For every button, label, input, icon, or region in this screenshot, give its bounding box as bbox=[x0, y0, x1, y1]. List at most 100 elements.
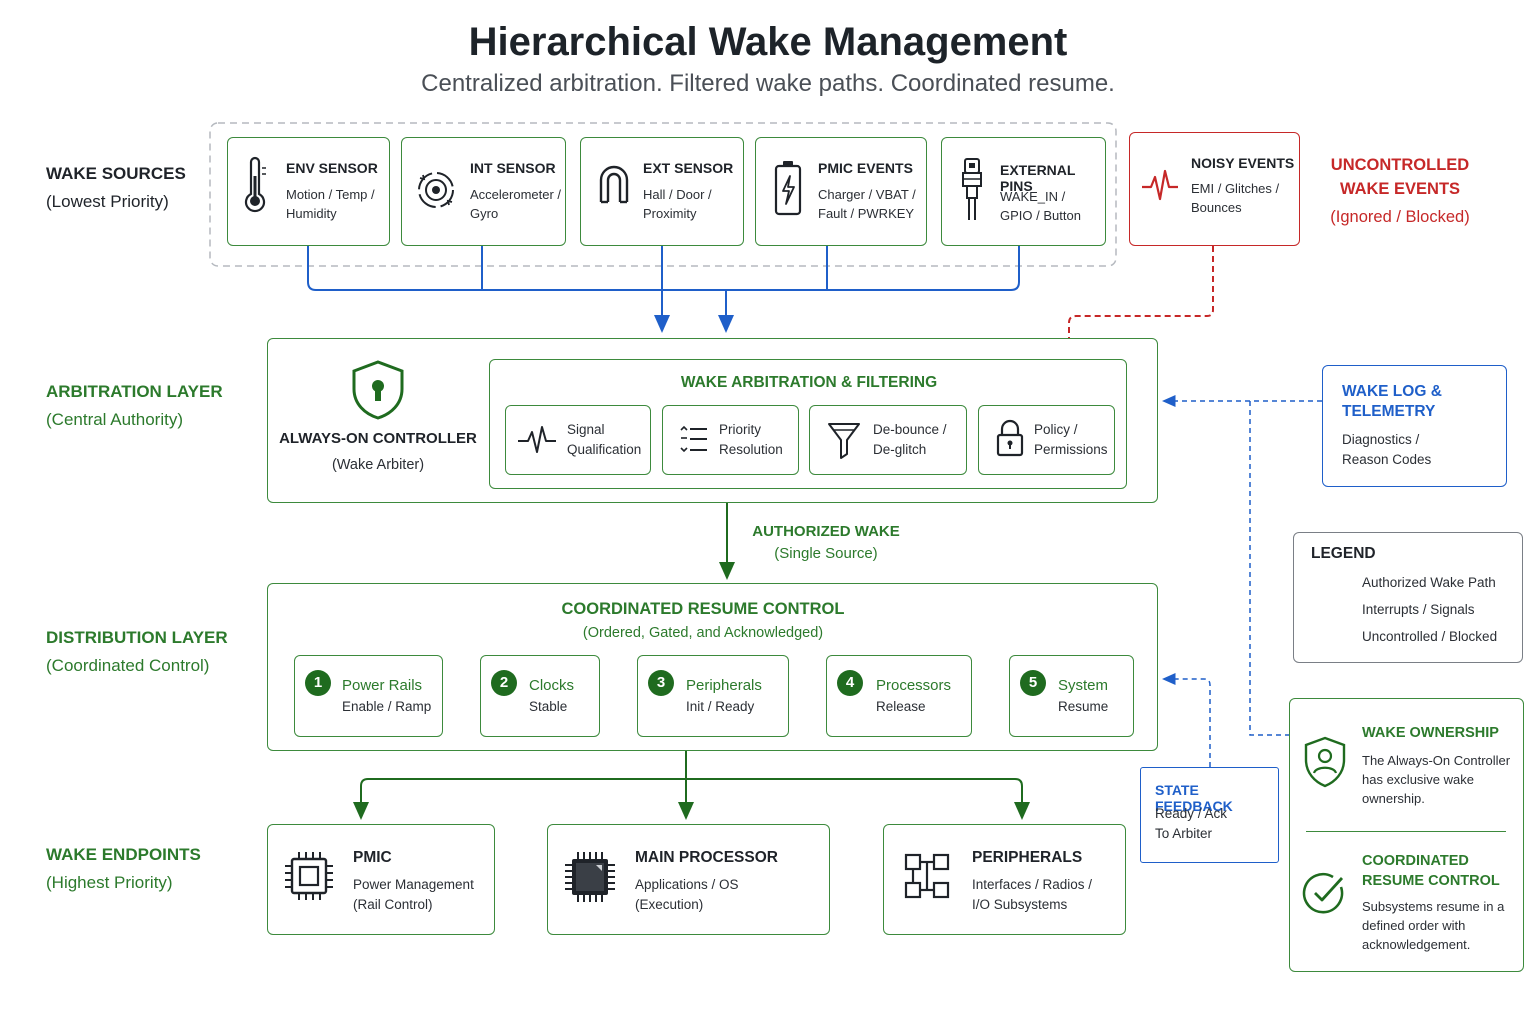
row-label-distribution: DISTRIBUTION LAYER (Coordinated Control) bbox=[46, 624, 228, 680]
row-label-endpoints-sub: (Highest Priority) bbox=[46, 873, 173, 892]
uncontrolled-label: UNCONTROLLED WAKE EVENTS (Ignored / Bloc… bbox=[1320, 153, 1480, 229]
authorized-label: AUTHORIZED WAKE (Single Source) bbox=[740, 521, 912, 565]
sources-group-border bbox=[209, 122, 1117, 267]
step-title: Power Rails bbox=[342, 677, 423, 694]
ownership-title2-1: COORDINATED bbox=[1362, 853, 1469, 869]
check-circle-icon bbox=[1302, 872, 1344, 914]
ownership-desc-2: has exclusive wake bbox=[1362, 772, 1474, 787]
step-number: 2 bbox=[491, 670, 517, 696]
source-env-sensor[interactable]: ENV SENSOR Motion / Temp / Humidity bbox=[227, 137, 390, 246]
source-desc-2: GPIO / Button bbox=[1000, 208, 1081, 223]
state-feedback-title: STATE FEEDBACK bbox=[1155, 782, 1233, 814]
step-processors[interactable]: 4 Processors Release bbox=[826, 655, 972, 737]
state-feedback-box[interactable]: STATE FEEDBACK Ready / Ack To Arbiter bbox=[1140, 767, 1279, 863]
endpoint-desc: Applications / OS (Execution) bbox=[635, 875, 739, 915]
ownership-title: WAKE OWNERSHIP bbox=[1362, 725, 1499, 741]
controller-title: ALWAYS-ON CONTROLLER bbox=[279, 430, 477, 447]
noisy-events-box[interactable]: NOISY EVENTS EMI / Glitches / Bounces bbox=[1129, 132, 1300, 246]
wake-log-box[interactable]: WAKE LOG & TELEMETRY Diagnostics / Reaso… bbox=[1322, 365, 1507, 487]
wake-log-desc: Diagnostics / Reason Codes bbox=[1342, 430, 1431, 470]
wake-log-title: WAKE LOG & TELEMETRY bbox=[1342, 382, 1442, 422]
wake-log-title-1: WAKE LOG & bbox=[1342, 383, 1442, 400]
ownership-desc2-2: defined order with bbox=[1362, 918, 1466, 933]
endpoint-pmic[interactable]: PMIC Power Management (Rail Control) bbox=[267, 824, 495, 935]
ownership-desc-1: The Always-On Controller bbox=[1362, 753, 1511, 768]
page-title: Hierarchical Wake Management bbox=[468, 20, 1068, 64]
legend-item-authorized: Authorized Wake Path bbox=[1362, 575, 1496, 590]
filter-debounce[interactable]: De-bounce / De-glitch bbox=[809, 405, 967, 475]
row-label-endpoints-title: WAKE ENDPOINTS bbox=[46, 845, 201, 864]
source-ext-sensor[interactable]: EXT SENSOR Hall / Door / Proximity bbox=[580, 137, 744, 246]
endpoint-desc: Interfaces / Radios / I/O Subsystems bbox=[972, 875, 1092, 915]
filter-label-2: Qualification bbox=[567, 442, 642, 457]
thermometer-icon bbox=[244, 156, 266, 213]
uncontrolled-wire bbox=[1061, 246, 1214, 358]
filtering-title: WAKE ARBITRATION & FILTERING bbox=[680, 374, 938, 391]
step-desc: Init / Ready bbox=[686, 699, 755, 714]
source-desc-2: Fault / PWRKEY bbox=[818, 206, 915, 221]
endpoint-desc: Power Management (Rail Control) bbox=[353, 875, 474, 915]
shield-lock-icon bbox=[352, 360, 404, 420]
telemetry-wires bbox=[1162, 395, 1322, 767]
ownership-desc: The Always-On Controller has exclusive w… bbox=[1362, 751, 1510, 808]
endpoint-desc-2: (Rail Control) bbox=[353, 897, 433, 912]
filter-label-1: Signal bbox=[567, 422, 605, 437]
filter-signal-qualification[interactable]: Signal Qualification bbox=[505, 405, 651, 475]
noisy-title: NOISY EVENTS bbox=[1191, 155, 1295, 171]
noisy-desc-2: Bounces bbox=[1191, 200, 1242, 215]
source-title: EXTERNAL PINS bbox=[1000, 162, 1076, 194]
filter-label-1: Policy / bbox=[1034, 422, 1078, 437]
filter-policy[interactable]: Policy / Permissions bbox=[978, 405, 1115, 475]
endpoint-main-processor[interactable]: MAIN PROCESSOR Applications / OS (Execut… bbox=[547, 824, 830, 935]
step-title: Processors bbox=[876, 677, 952, 694]
step-system[interactable]: 5 System Resume bbox=[1009, 655, 1134, 737]
endpoint-desc-2: (Execution) bbox=[635, 897, 704, 912]
funnel-icon bbox=[828, 423, 860, 459]
step-clocks[interactable]: 2 Clocks Stable bbox=[480, 655, 600, 737]
ownership-desc2-1: Subsystems resume in a bbox=[1362, 899, 1505, 914]
filter-label-1: De-bounce / bbox=[873, 422, 947, 437]
legend-item-interrupts: Interrupts / Signals bbox=[1362, 602, 1475, 617]
source-desc-1: Hall / Door / bbox=[643, 187, 712, 202]
endpoint-desc-1: Applications / OS bbox=[635, 877, 739, 892]
endpoint-title: MAIN PROCESSOR bbox=[635, 849, 778, 866]
filter-label-2: Resolution bbox=[719, 442, 783, 457]
step-title: Clocks bbox=[529, 677, 575, 694]
modules-icon bbox=[904, 853, 950, 899]
endpoint-desc-2: I/O Subsystems bbox=[972, 897, 1068, 912]
gyroscope-icon bbox=[418, 172, 454, 208]
step-desc: Release bbox=[876, 699, 926, 714]
source-desc-1: WAKE_IN / bbox=[1000, 189, 1066, 204]
filter-priority-resolution[interactable]: Priority Resolution bbox=[662, 405, 799, 475]
ownership-desc2-3: acknowledgement. bbox=[1362, 937, 1471, 952]
interrupt-wires bbox=[307, 245, 1020, 333]
row-label-distribution-sub: (Coordinated Control) bbox=[46, 656, 210, 675]
step-peripherals[interactable]: 3 Peripherals Init / Ready bbox=[637, 655, 789, 737]
source-int-sensor[interactable]: INT SENSOR Accelerometer / Gyro bbox=[401, 137, 566, 246]
filter-label-2: De-glitch bbox=[873, 442, 927, 457]
source-pmic-events[interactable]: PMIC EVENTS Charger / VBAT / Fault / PWR… bbox=[755, 137, 927, 246]
wake-log-desc-2: Reason Codes bbox=[1342, 452, 1432, 467]
noisy-desc-1: EMI / Glitches / bbox=[1191, 181, 1280, 196]
cpu-icon bbox=[565, 852, 615, 902]
connector-pin-icon bbox=[962, 158, 982, 220]
ownership-desc-3: ownership. bbox=[1362, 791, 1425, 806]
ownership-title2: COORDINATED RESUME CONTROL bbox=[1362, 851, 1500, 891]
row-label-sources-sub: (Lowest Priority) bbox=[46, 192, 169, 211]
step-title: System bbox=[1058, 677, 1109, 694]
source-title: EXT SENSOR bbox=[643, 160, 734, 176]
ownership-desc2: Subsystems resume in a defined order wit… bbox=[1362, 897, 1504, 954]
uncontrolled-line2: WAKE EVENTS bbox=[1339, 180, 1461, 198]
endpoint-peripherals[interactable]: PERIPHERALS Interfaces / Radios / I/O Su… bbox=[883, 824, 1126, 935]
step-desc: Stable bbox=[529, 699, 568, 714]
step-desc: Enable / Ramp bbox=[342, 699, 432, 714]
source-desc-1: Motion / Temp / bbox=[286, 187, 375, 202]
row-label-endpoints: WAKE ENDPOINTS (Highest Priority) bbox=[46, 841, 201, 897]
step-power-rails[interactable]: 1 Power Rails Enable / Ramp bbox=[294, 655, 443, 737]
source-title: INT SENSOR bbox=[470, 160, 556, 176]
source-desc-2: Gyro bbox=[470, 206, 499, 221]
row-label-sources: WAKE SOURCES (Lowest Priority) bbox=[46, 160, 186, 216]
uncontrolled-line1: UNCONTROLLED bbox=[1330, 156, 1470, 174]
resume-sub: (Ordered, Gated, and Acknowledged) bbox=[582, 625, 824, 641]
source-external-pins[interactable]: EXTERNAL PINS WAKE_IN / GPIO / Button bbox=[941, 137, 1106, 246]
